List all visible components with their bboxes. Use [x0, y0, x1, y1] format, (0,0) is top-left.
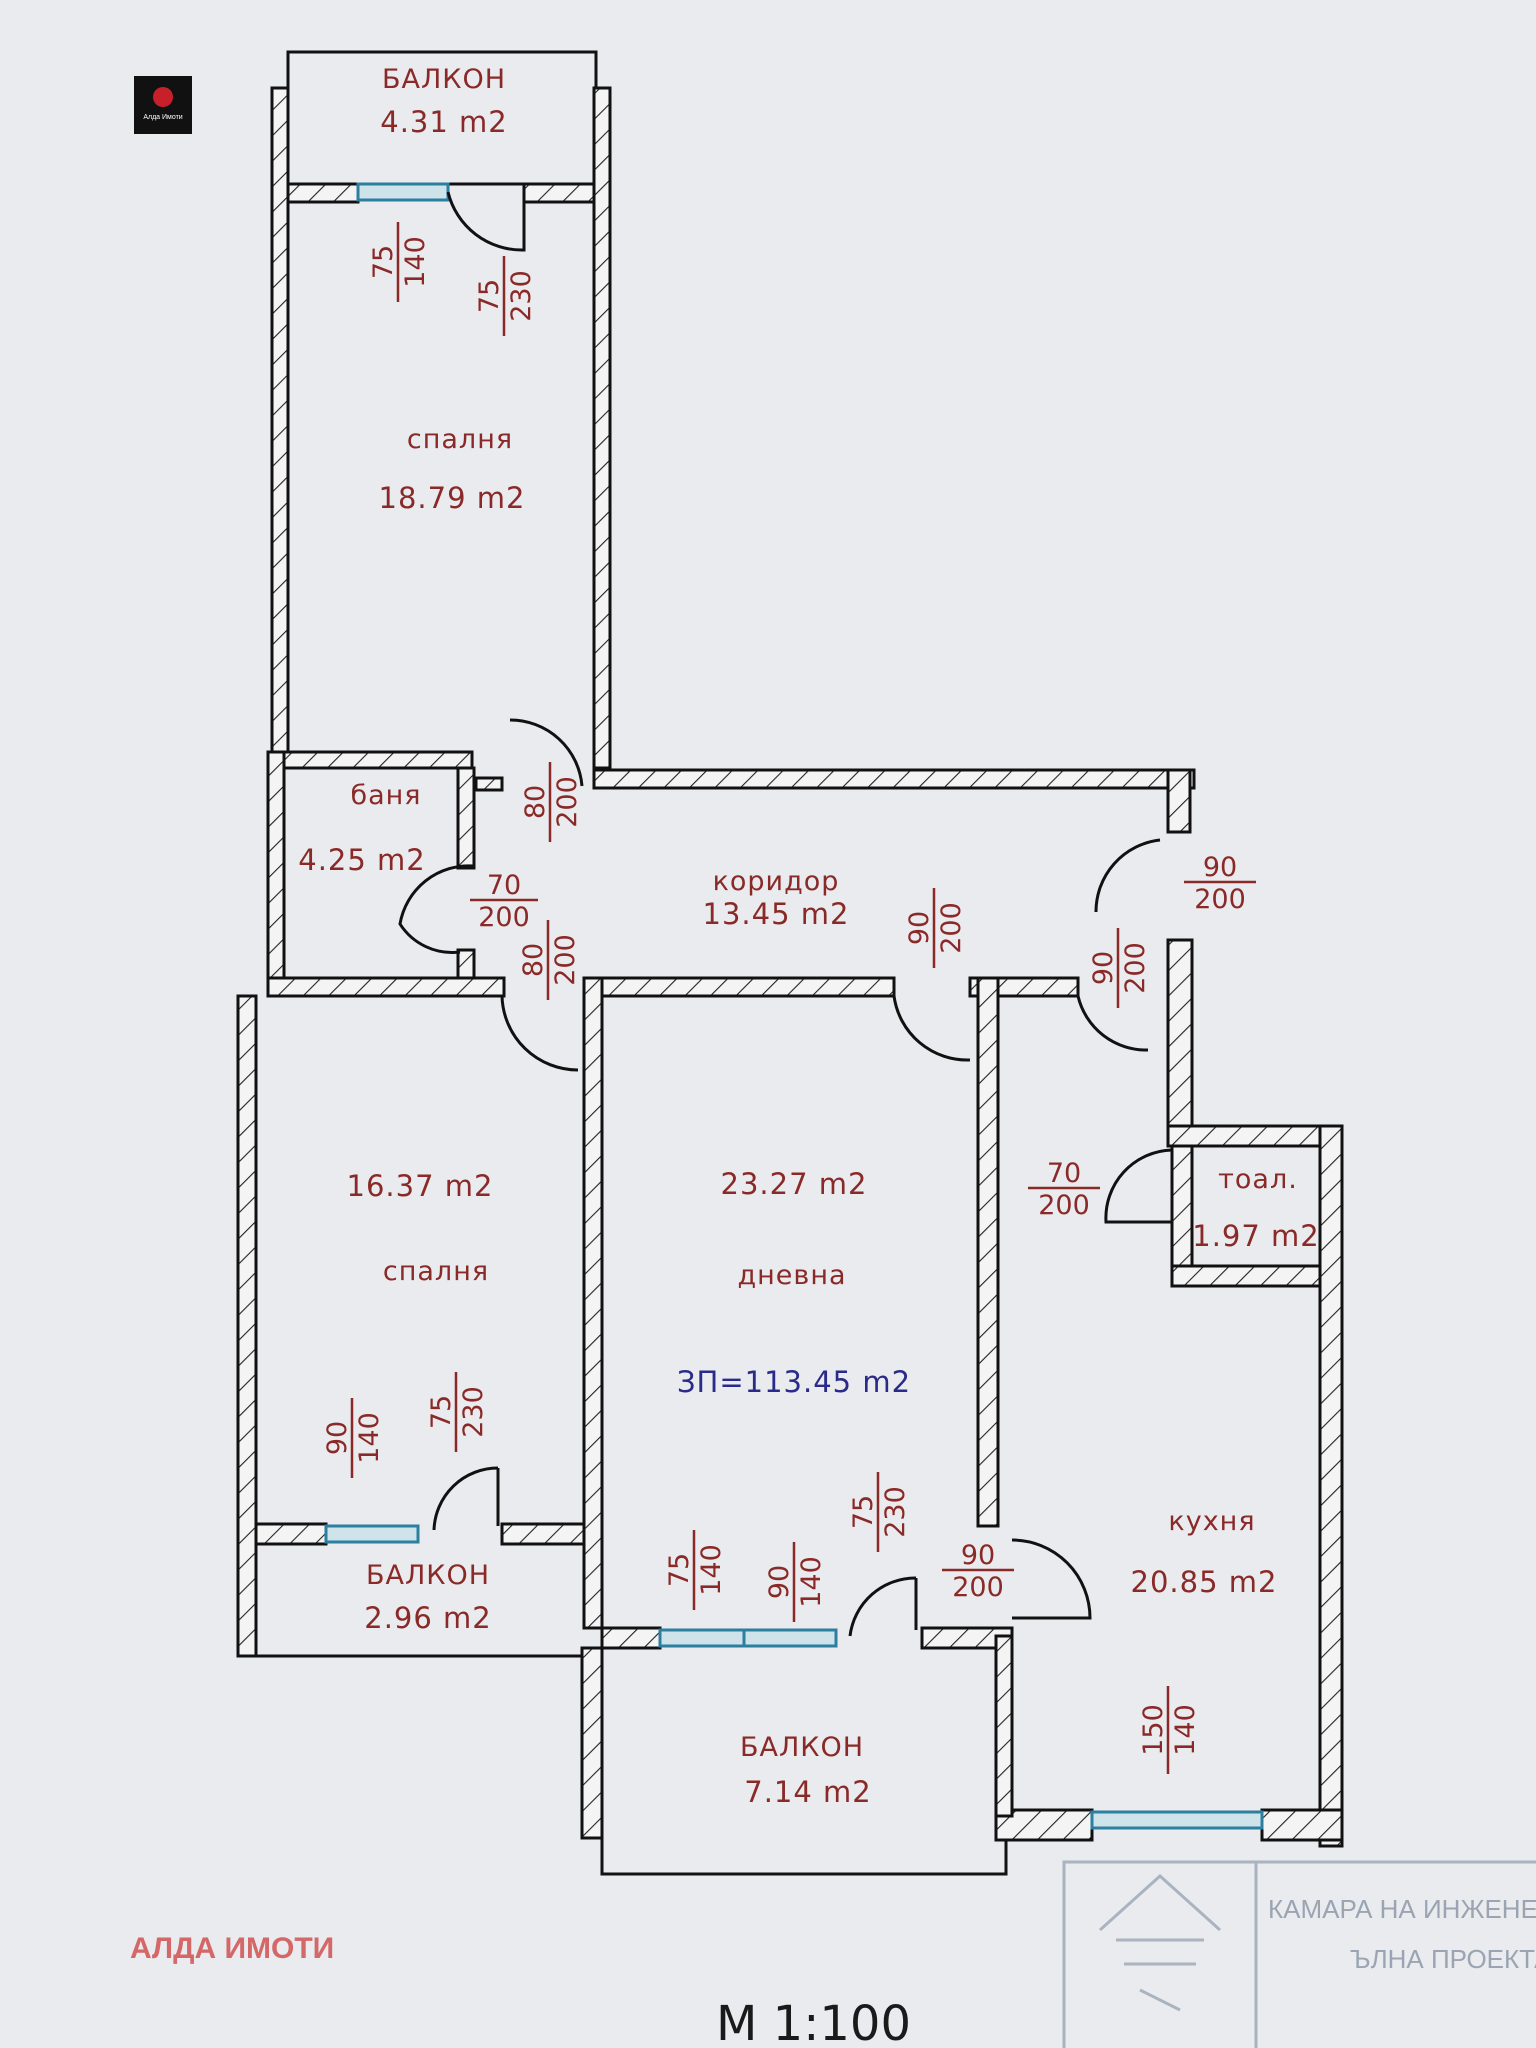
- svg-text:150: 150: [1138, 1704, 1169, 1756]
- svg-text:230: 230: [880, 1486, 911, 1538]
- room-labels: БАЛКОН 4.31 m2 спалня 18.79 m2 баня 4.25…: [298, 64, 1320, 1809]
- area-bedroom-bottom: 16.37 m2: [347, 1169, 494, 1203]
- area-living: 23.27 m2: [721, 1167, 868, 1201]
- window-living-1: [658, 1628, 746, 1648]
- svg-text:90: 90: [1203, 852, 1237, 883]
- svg-text:75: 75: [664, 1553, 695, 1587]
- door-living: [892, 995, 971, 1062]
- label-balcony-top: БАЛКОН: [382, 64, 506, 95]
- svg-text:90: 90: [961, 1540, 995, 1571]
- dim-2: 75 230: [474, 256, 537, 336]
- dim-4: 70 200: [470, 870, 538, 933]
- area-corridor: 13.45 m2: [703, 897, 850, 931]
- label-bathroom: баня: [350, 780, 421, 811]
- svg-text:80: 80: [520, 785, 551, 819]
- svg-text:90: 90: [764, 1565, 795, 1599]
- label-corridor: коридор: [713, 866, 840, 897]
- scale-label: M 1:100: [716, 1996, 911, 2048]
- door-bathroom: [398, 864, 475, 954]
- svg-text:200: 200: [550, 934, 581, 986]
- walls: [236, 50, 1344, 1848]
- doors: [398, 191, 1173, 1637]
- svg-text:75: 75: [474, 279, 505, 313]
- door-bedroom-top: [509, 718, 584, 787]
- dim-10: 90 140: [322, 1398, 385, 1478]
- dim-13: 90 140: [764, 1542, 827, 1622]
- svg-text:200: 200: [478, 902, 530, 933]
- dim-8: 90 200: [1088, 928, 1151, 1008]
- windows: [324, 182, 1264, 1830]
- svg-text:230: 230: [506, 270, 537, 322]
- svg-text:90: 90: [1088, 951, 1119, 985]
- svg-text:140: 140: [1170, 1704, 1201, 1756]
- svg-text:140: 140: [400, 236, 431, 288]
- dim-14: 75 230: [848, 1472, 911, 1552]
- svg-text:75: 75: [426, 1395, 457, 1429]
- label-living: дневна: [737, 1260, 846, 1291]
- dim-1: 75 140: [368, 222, 431, 302]
- svg-text:230: 230: [458, 1386, 489, 1438]
- label-balcony-bottom: БАЛКОН: [740, 1732, 864, 1763]
- dim-16: 150 140: [1138, 1686, 1201, 1774]
- svg-text:200: 200: [1194, 884, 1246, 915]
- window-kitchen: [1090, 1810, 1264, 1830]
- area-toilet: 1.97 m2: [1192, 1219, 1320, 1253]
- dim-7: 90 200: [1184, 852, 1256, 915]
- stamp-line-1: КАМАРА НА ИНЖЕНЕРИТЕ В: [1268, 1894, 1536, 1924]
- svg-text:70: 70: [487, 870, 521, 901]
- area-balcony-bottom: 7.14 m2: [744, 1775, 872, 1809]
- logo-text: Алда Имоти: [143, 114, 182, 121]
- engineer-stamp: КАМАРА НА ИНЖЕНЕРИТЕ В ЪЛНА ПРОЕКТАН: [1062, 1860, 1536, 2048]
- dimension-labels: 75 140 75 230 80 200 70 200 80 200 90 20…: [322, 222, 1256, 1774]
- door-kitchen-balcony: [1011, 1538, 1092, 1620]
- svg-text:200: 200: [952, 1572, 1004, 1603]
- svg-text:200: 200: [936, 902, 967, 954]
- watermark: АЛДА ИМОТИ: [130, 1932, 334, 1965]
- area-kitchen: 20.85 m2: [1131, 1565, 1278, 1599]
- label-bedroom-top: спалня: [407, 424, 513, 455]
- door-kitchen: [1076, 995, 1149, 1052]
- dim-6: 90 200: [904, 888, 967, 968]
- window-top-balcony: [356, 182, 450, 202]
- svg-text:200: 200: [1120, 942, 1151, 994]
- label-toilet: тоал.: [1218, 1164, 1298, 1195]
- door-toilet: [1104, 1148, 1173, 1224]
- area-balcony-left: 2.96 m2: [364, 1601, 492, 1635]
- total-area: ЗП=113.45 m2: [677, 1365, 911, 1399]
- svg-text:75: 75: [848, 1495, 879, 1529]
- window-bedroom-bottom: [324, 1524, 420, 1544]
- door-balcony-bottom: [848, 1576, 918, 1637]
- balcony-outlines: [254, 1544, 1008, 1876]
- area-bathroom: 4.25 m2: [298, 843, 426, 877]
- company-logo: Алда Имоти: [134, 76, 192, 134]
- svg-text:140: 140: [696, 1544, 727, 1596]
- svg-text:90: 90: [322, 1421, 353, 1455]
- svg-text:90: 90: [904, 911, 935, 945]
- area-balcony-top: 4.31 m2: [380, 105, 508, 139]
- dim-12: 75 140: [664, 1530, 727, 1610]
- label-balcony-left: БАЛКОН: [366, 1560, 490, 1591]
- svg-text:70: 70: [1047, 1158, 1081, 1189]
- svg-text:200: 200: [552, 776, 583, 828]
- dim-9: 70 200: [1028, 1158, 1100, 1221]
- dim-11: 75 230: [426, 1372, 489, 1452]
- dim-3: 80 200: [520, 762, 583, 842]
- svg-text:140: 140: [354, 1412, 385, 1464]
- door-balcony-left: [432, 1466, 500, 1531]
- window-living-2: [742, 1628, 838, 1648]
- label-bedroom-bottom: спалня: [383, 1256, 489, 1287]
- area-bedroom-top: 18.79 m2: [379, 481, 526, 515]
- svg-text:75: 75: [368, 245, 399, 279]
- stamp-line-2: ЪЛНА ПРОЕКТАН: [1350, 1944, 1536, 1974]
- label-kitchen: кухня: [1168, 1506, 1255, 1537]
- door-bedroom-bottom: [500, 995, 579, 1072]
- svg-text:200: 200: [1038, 1190, 1090, 1221]
- svg-text:80: 80: [518, 943, 549, 977]
- dim-15: 90 200: [942, 1540, 1014, 1603]
- dim-5: 80 200: [518, 920, 581, 1000]
- svg-text:140: 140: [796, 1556, 827, 1608]
- door-top-balcony: [446, 191, 526, 252]
- door-corridor-end: [1094, 838, 1161, 913]
